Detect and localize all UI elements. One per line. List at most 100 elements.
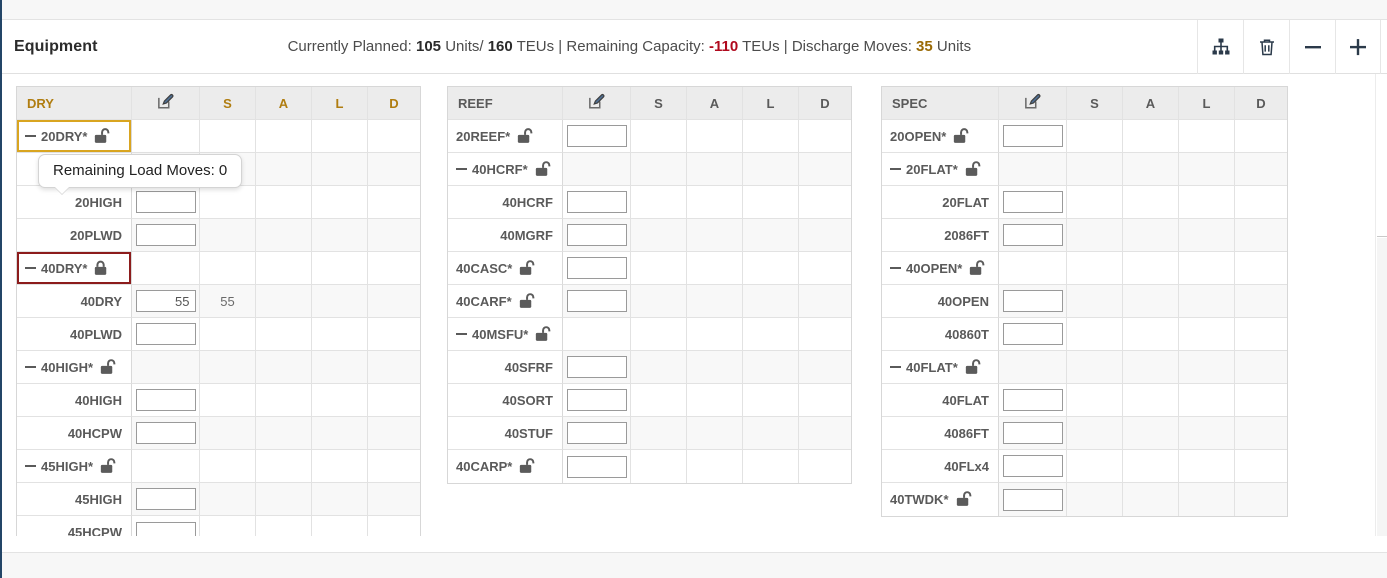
lock-open-icon[interactable] — [967, 259, 986, 278]
table-row[interactable]: 40STUF — [448, 417, 851, 450]
row-label-cell[interactable]: 40MGRF — [448, 219, 563, 252]
table-row[interactable]: 20OPEN* — [882, 120, 1287, 153]
row-label-cell[interactable]: 40860T — [882, 318, 999, 351]
quantity-cell[interactable] — [132, 351, 200, 384]
table-row[interactable]: 20PLWD — [17, 219, 420, 252]
table-row[interactable]: 40PLWD — [17, 318, 420, 351]
quantity-cell[interactable] — [563, 219, 631, 252]
table-row[interactable]: 40MSFU* — [448, 318, 851, 351]
quantity-input[interactable] — [135, 224, 196, 246]
row-label-cell[interactable]: 40CARF* — [448, 285, 563, 318]
lock-open-icon[interactable] — [963, 160, 982, 179]
quantity-cell[interactable] — [132, 450, 200, 483]
edit-pencil-icon[interactable] — [999, 87, 1067, 120]
row-label-cell[interactable]: 45HIGH — [17, 483, 132, 516]
row-label-cell[interactable]: 40CARP* — [448, 450, 563, 483]
quantity-cell[interactable] — [999, 120, 1067, 153]
table-row[interactable]: 40FLx4 — [882, 450, 1287, 483]
row-label-cell[interactable]: 40HCPW — [17, 417, 132, 450]
column-header-d[interactable]: D — [1235, 87, 1287, 120]
quantity-input[interactable] — [135, 323, 196, 345]
table-row[interactable]: 40860T — [882, 318, 1287, 351]
quantity-cell[interactable] — [999, 285, 1067, 318]
quantity-cell[interactable] — [132, 219, 200, 252]
row-label-cell[interactable]: 40FLAT* — [882, 351, 999, 384]
table-row[interactable]: 20FLAT* — [882, 153, 1287, 186]
table-row[interactable]: 40HCPW — [17, 417, 420, 450]
lock-open-icon[interactable] — [951, 127, 970, 146]
collapse-toggle-icon[interactable] — [456, 168, 467, 170]
lock-open-icon[interactable] — [533, 160, 552, 179]
lock-open-icon[interactable] — [92, 127, 111, 146]
column-header-reef[interactable]: REEF — [448, 87, 563, 120]
quantity-input[interactable] — [566, 455, 627, 478]
quantity-input[interactable] — [566, 257, 627, 279]
table-row[interactable]: 40HCRF* — [448, 153, 851, 186]
collapse-toggle-icon[interactable] — [25, 267, 36, 269]
table-row[interactable]: 20FLAT — [882, 186, 1287, 219]
hierarchy-icon[interactable] — [1197, 19, 1243, 74]
table-row[interactable]: 40HIGH* — [17, 351, 420, 384]
quantity-input[interactable] — [566, 290, 627, 312]
quantity-input[interactable] — [135, 389, 196, 411]
row-label-cell[interactable]: 45HIGH* — [17, 450, 132, 483]
collapse-toggle-icon[interactable] — [25, 135, 36, 137]
quantity-input[interactable] — [566, 422, 627, 444]
quantity-cell[interactable] — [132, 384, 200, 417]
row-label-cell[interactable]: 40DRY — [17, 285, 132, 318]
row-label-cell[interactable]: 20HIGH — [17, 186, 132, 219]
quantity-cell[interactable] — [132, 120, 200, 153]
lock-closed-icon[interactable] — [92, 259, 111, 278]
quantity-cell[interactable] — [563, 120, 631, 153]
row-label-cell[interactable]: 40OPEN* — [882, 252, 999, 285]
quantity-cell[interactable] — [132, 252, 200, 285]
quantity-input[interactable] — [1002, 191, 1063, 213]
quantity-input[interactable] — [1002, 323, 1063, 345]
lock-open-icon[interactable] — [515, 127, 534, 146]
edit-pencil-icon[interactable] — [132, 87, 200, 120]
quantity-input[interactable] — [135, 290, 196, 312]
quantity-cell[interactable] — [563, 153, 631, 186]
table-row[interactable]: 40SFRF — [448, 351, 851, 384]
row-label-cell[interactable]: 40HCRF — [448, 186, 563, 219]
row-label-cell[interactable]: 20REEF* — [448, 120, 563, 153]
row-label-cell[interactable]: 40FLx4 — [882, 450, 999, 483]
quantity-input[interactable] — [566, 191, 627, 213]
quantity-input[interactable] — [1002, 488, 1063, 511]
row-label-cell[interactable]: 4086FT — [882, 417, 999, 450]
quantity-cell[interactable] — [132, 318, 200, 351]
column-header-l[interactable]: L — [743, 87, 799, 120]
quantity-cell[interactable] — [999, 318, 1067, 351]
table-row[interactable]: 40OPEN* — [882, 252, 1287, 285]
collapse-toggle-icon[interactable] — [890, 168, 901, 170]
table-row[interactable]: 40OPEN — [882, 285, 1287, 318]
column-header-s[interactable]: S — [631, 87, 687, 120]
column-header-spec[interactable]: SPEC — [882, 87, 999, 120]
quantity-input[interactable] — [566, 389, 627, 411]
lock-open-icon[interactable] — [517, 457, 536, 476]
column-header-a[interactable]: A — [1123, 87, 1179, 120]
row-label-cell[interactable]: 40SFRF — [448, 351, 563, 384]
row-label-cell[interactable]: 2086FT — [882, 219, 999, 252]
table-row[interactable]: 40CARP* — [448, 450, 851, 483]
quantity-cell[interactable] — [563, 186, 631, 219]
row-label-cell[interactable]: 20DRY* — [17, 120, 132, 153]
quantity-cell[interactable] — [132, 186, 200, 219]
edit-pencil-icon[interactable] — [563, 87, 631, 120]
lock-open-icon[interactable] — [954, 490, 973, 509]
collapse-toggle-icon[interactable] — [456, 333, 467, 335]
table-row[interactable]: 20REEF* — [448, 120, 851, 153]
table-row[interactable]: 4086FT — [882, 417, 1287, 450]
table-row[interactable]: 40HIGH — [17, 384, 420, 417]
row-label-cell[interactable]: 40TWDK* — [882, 483, 999, 516]
quantity-cell[interactable] — [999, 450, 1067, 483]
row-label-cell[interactable]: 40STUF — [448, 417, 563, 450]
quantity-input[interactable] — [1002, 389, 1063, 411]
table-row[interactable]: 40TWDK* — [882, 483, 1287, 516]
quantity-input[interactable] — [1002, 422, 1063, 444]
row-label-cell[interactable]: 40PLWD — [17, 318, 132, 351]
row-label-cell[interactable]: 20PLWD — [17, 219, 132, 252]
quantity-input[interactable] — [566, 125, 627, 147]
row-label-cell[interactable]: 20FLAT* — [882, 153, 999, 186]
